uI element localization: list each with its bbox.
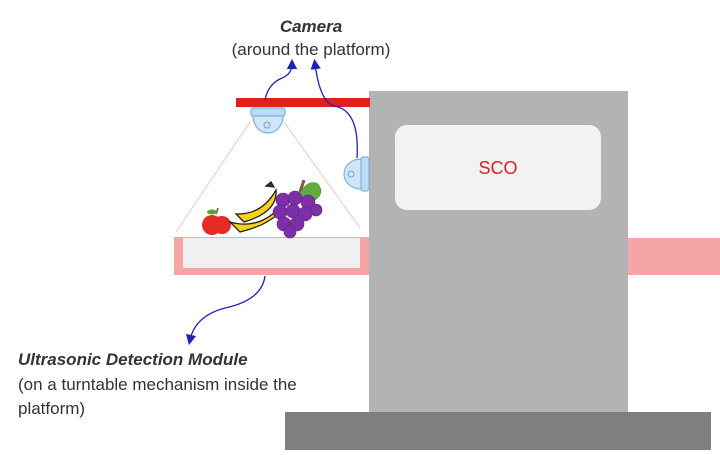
sco-label: SCO	[478, 158, 517, 178]
grapes-icon	[272, 179, 323, 239]
camera-view-cone	[175, 121, 361, 233]
platform	[174, 237, 370, 275]
conveyor-strip	[628, 238, 720, 275]
ultrasonic-title: Ultrasonic Detection Module	[18, 350, 248, 369]
sco-screen	[395, 125, 601, 210]
ultrasonic-arrow	[185, 275, 266, 346]
camera-title: Camera	[280, 17, 342, 36]
side-dome-camera-icon	[343, 156, 370, 192]
camera-arrow-1	[264, 58, 298, 101]
camera-mount-bar	[236, 98, 370, 107]
ultrasonic-line1: (on a turntable mechanism inside the	[18, 375, 297, 394]
ultrasonic-line2: platform)	[18, 399, 85, 418]
sco-base	[285, 412, 711, 450]
camera-arrow-2	[310, 58, 358, 159]
dome-camera-icon	[250, 107, 286, 134]
apple-icon	[202, 207, 231, 235]
camera-subtitle: (around the platform)	[232, 40, 391, 59]
